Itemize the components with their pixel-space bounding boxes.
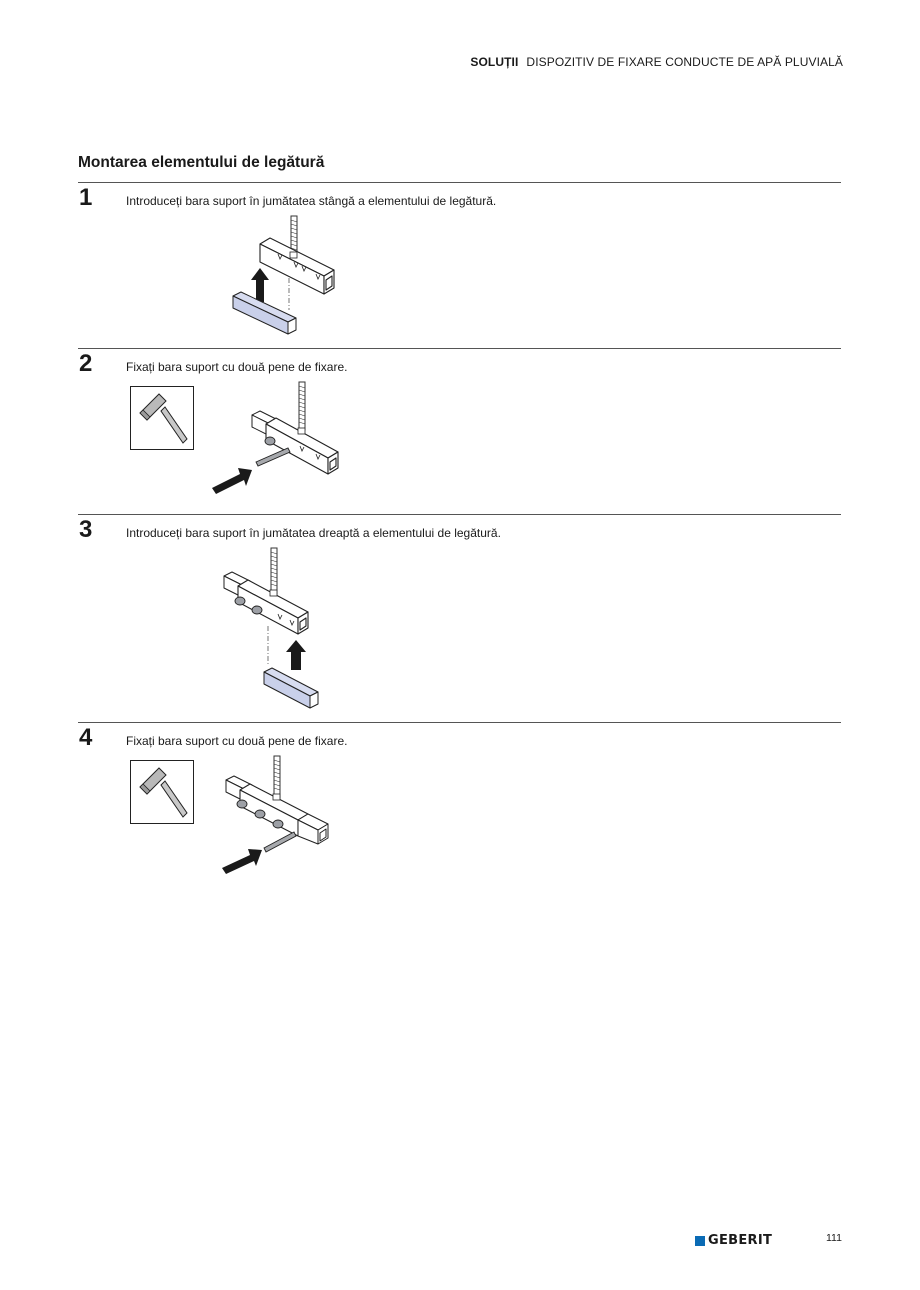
insert-arrow-icon (222, 849, 262, 874)
connector-element (265, 417, 339, 475)
step-instruction: Fixați bara suport cu două pene de fixar… (126, 734, 348, 748)
page-number: 111 (826, 1232, 842, 1244)
step-number: 2 (79, 350, 93, 377)
support-bar (232, 291, 297, 335)
wedge (236, 799, 284, 829)
step-divider (78, 182, 841, 183)
step-2-illustration (212, 381, 339, 494)
tool-box (130, 760, 194, 824)
step-number: 4 (79, 724, 93, 751)
step-3-illustration (223, 547, 319, 709)
tool-box (130, 386, 194, 450)
running-header: SOLUȚII DISPOZITIV DE FIXARE CONDUCTE DE … (470, 55, 843, 69)
wedge (234, 596, 263, 615)
fixing-wedge (255, 447, 291, 467)
insert-arrow-icon (286, 640, 306, 670)
hammer-icon (139, 393, 188, 444)
step-divider (78, 514, 841, 515)
step-instruction: Introduceți bara suport în jumătatea stâ… (126, 194, 497, 208)
section-title: Montarea elementului de legătură (78, 154, 325, 171)
fixing-wedge (263, 831, 297, 853)
support-bar (263, 667, 319, 709)
step-4-illustration (222, 755, 329, 874)
connector-element (237, 579, 309, 635)
step-number: 3 (79, 516, 93, 543)
step-number: 1 (79, 184, 93, 211)
brand-name: GEBERIT (708, 1233, 773, 1248)
insert-arrow-icon (251, 268, 269, 302)
wedge (264, 436, 276, 446)
header-subtitle: DISPOZITIV DE FIXARE CONDUCTE DE APĂ PLU… (526, 55, 843, 69)
step-divider (78, 348, 841, 349)
step-instruction: Introduceți bara suport în jumătatea dre… (126, 526, 501, 540)
hammer-icon (139, 767, 188, 818)
step-divider (78, 722, 841, 723)
geberit-logo: GEBERIT (695, 1233, 772, 1248)
step-instruction: Fixați bara suport cu două pene de fixar… (126, 360, 348, 374)
logo-square-icon (695, 1235, 705, 1246)
step-1-illustration (232, 215, 335, 335)
connector-element (239, 783, 309, 837)
insert-arrow-icon (212, 468, 252, 494)
header-category: SOLUȚII (470, 55, 519, 69)
